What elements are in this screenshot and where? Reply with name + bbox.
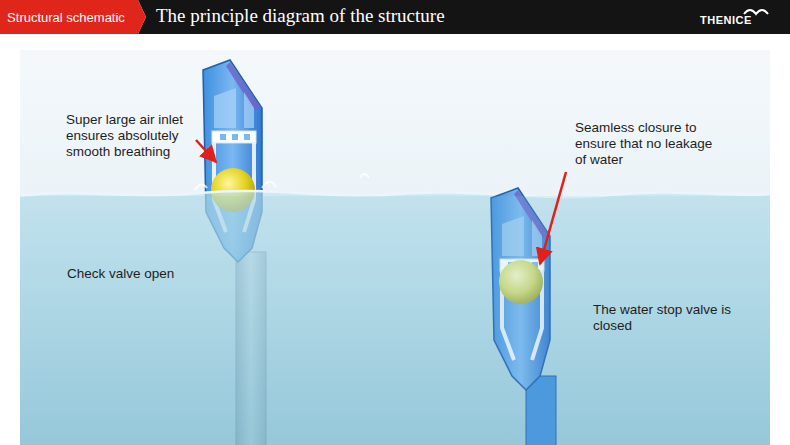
callout-note: Super large air inlet ensures absolutely… bbox=[66, 112, 198, 160]
callout-note: Seamless closure to ensure that no leaka… bbox=[575, 120, 725, 168]
tab-label: Structural schematic bbox=[7, 10, 125, 25]
state-label: The water stop valve is closed bbox=[593, 302, 758, 334]
state-label: Check valve open bbox=[67, 266, 237, 282]
header-tab: Structural schematic bbox=[0, 0, 138, 34]
brand-logo: THENICE bbox=[700, 12, 752, 28]
header-title: The principle diagram of the structure bbox=[156, 5, 445, 27]
